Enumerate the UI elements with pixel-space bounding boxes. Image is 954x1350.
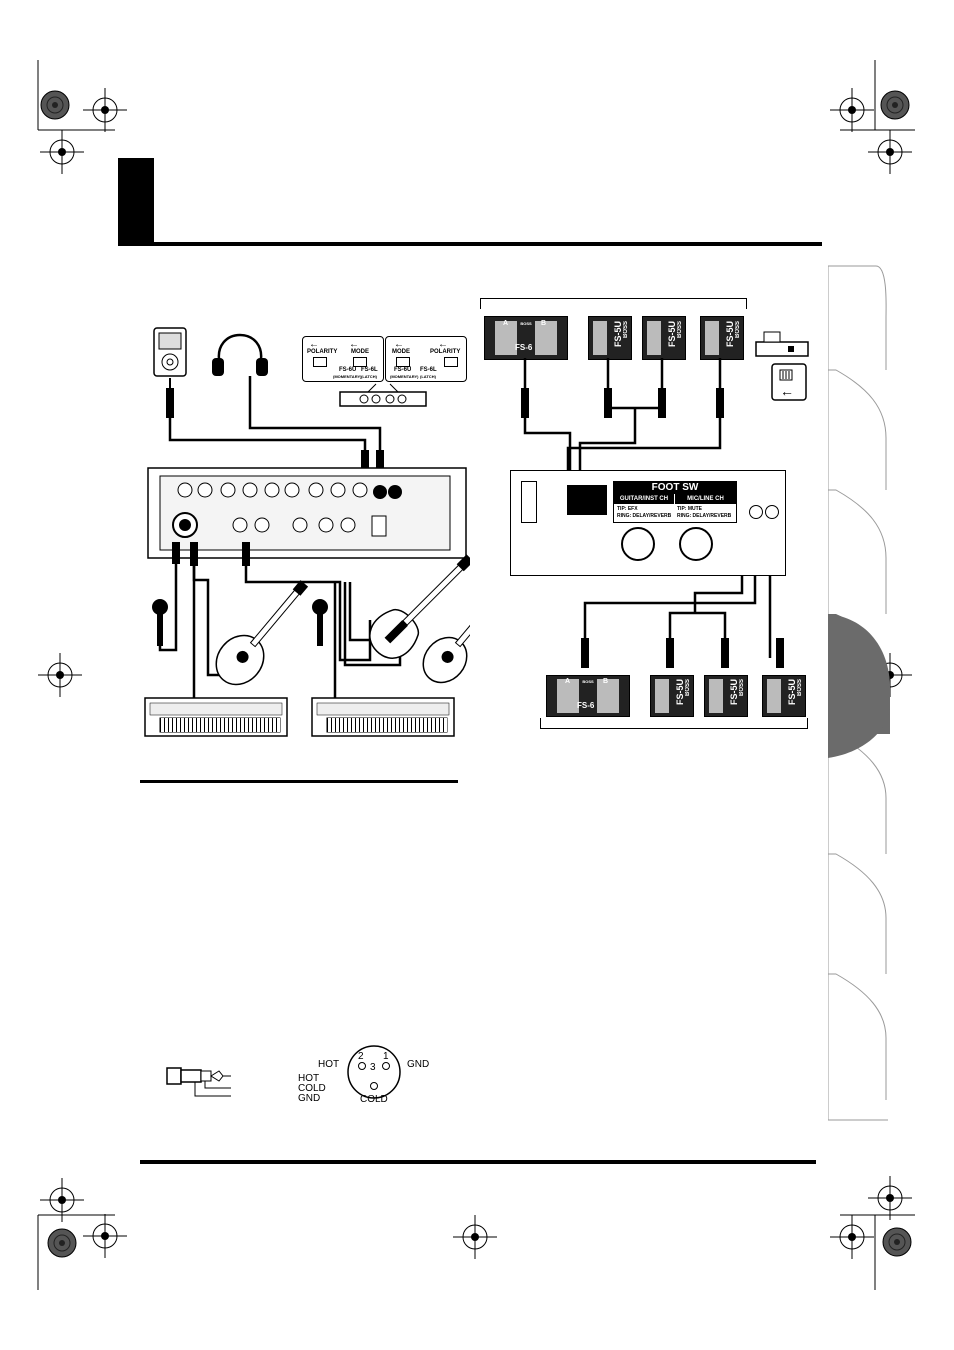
- keyboard-keys: [327, 718, 447, 732]
- polarity-label: POLARITY: [307, 349, 338, 355]
- xlr-gnd-label: GND: [407, 1059, 430, 1070]
- xlr-pin-3: 3: [370, 1062, 376, 1073]
- polarity-switch-detail: ←: [755, 331, 809, 401]
- pedal-a-label: A: [565, 678, 571, 685]
- header-rule: [118, 242, 822, 246]
- foot-sw-panel: FOOT SW GUITAR/INST CH MIC/LINE CH TIP: …: [613, 481, 737, 523]
- model-label: FS-5U: [675, 679, 685, 706]
- xlr-hot-label: HOT: [318, 1059, 340, 1070]
- polarity-switch[interactable]: [444, 357, 458, 367]
- model-label: FS-5U: [613, 321, 623, 348]
- fs5u-pedal-top-2[interactable]: FS-5U BOSS: [642, 316, 686, 360]
- model-label: FS-6: [577, 701, 595, 710]
- polarity-switch-panel-right: ← ← MODE POLARITY FS-6U FS-6L (MOMENTARY…: [385, 336, 467, 382]
- model-label: FS-6: [515, 343, 533, 352]
- chapter-header-block: [118, 158, 154, 246]
- xlr-pin-2: 2: [358, 1051, 364, 1062]
- mic-ch-label: MIC/LINE CH: [675, 494, 736, 504]
- fs6-unit-rear: [339, 383, 427, 407]
- model-label: FS-5U: [787, 679, 797, 706]
- mic-ring-label: RING: DELAY/REVERB: [677, 513, 732, 519]
- foot-sw-title: FOOT SW: [614, 482, 736, 494]
- arrow-left-icon: ←: [438, 339, 448, 350]
- fs6l-sub-label: (LATCH): [420, 374, 436, 379]
- amplifier-rear-panel: FOOT SW GUITAR/INST CH MIC/LINE CH TIP: …: [510, 470, 786, 576]
- fs5u-pedal-top-3[interactable]: FS-5U BOSS: [700, 316, 744, 360]
- guitar-ring-label: RING: DELAY/REVERB: [617, 513, 672, 519]
- model-label: FS-5U: [729, 679, 739, 706]
- brand-label: BOSS: [685, 679, 691, 697]
- audio-player-icon: [153, 327, 187, 377]
- fs5u-pedal-bottom-2[interactable]: FS-5U BOSS: [704, 675, 748, 717]
- fs5u-pedal-bottom-3[interactable]: FS-5U BOSS: [762, 675, 806, 717]
- electric-guitar-icon: [369, 554, 470, 659]
- keyboard-keys: [160, 718, 280, 732]
- mic-foot-sw-jack[interactable]: [679, 527, 713, 561]
- section-rule: [140, 780, 458, 783]
- headphones-icon: [212, 333, 268, 376]
- acoustic-guitar-icon: [215, 580, 309, 686]
- side-tabs: [828, 265, 890, 1121]
- guitar-ch-label: GUITAR/INST CH: [614, 494, 675, 504]
- legend-gnd: GND: [298, 1093, 321, 1104]
- top-bracket: [480, 298, 747, 309]
- pedal-b-label: B: [541, 320, 547, 327]
- tip-ring-sleeve-plug: [166, 1067, 231, 1097]
- legend-hot: HOT: [298, 1073, 320, 1084]
- microphone-icon: [152, 599, 168, 646]
- guitar-foot-sw-jack[interactable]: [621, 527, 655, 561]
- fs6u-label: FS-6U: [339, 367, 357, 373]
- fs5u-pedal-bottom-1[interactable]: FS-5U BOSS: [650, 675, 694, 717]
- polarity-switch[interactable]: [313, 357, 327, 367]
- acoustic-guitar-icon: [422, 594, 470, 684]
- mode-label: MODE: [392, 349, 410, 355]
- foot-switch-cables: [521, 358, 784, 668]
- brand-label: BOSS: [582, 679, 594, 684]
- brand-label: BOSS: [739, 679, 745, 697]
- xlr-pin-1: 1: [383, 1051, 389, 1062]
- pedal-a-label: A: [503, 320, 509, 327]
- fs6u-sub-label: (MOMENTARY): [390, 374, 419, 379]
- arrow-left-icon: ←: [349, 339, 359, 350]
- polarity-switch-panel-left: ← ← POLARITY MODE FS-6U FS-6L (MOMENTARY…: [302, 336, 384, 382]
- fs6u-label: FS-6U: [394, 367, 412, 373]
- fs6-pedal-bottom[interactable]: A B BOSS FS-6: [546, 675, 630, 717]
- arrow-left-icon: ←: [780, 383, 794, 399]
- fs6l-label: FS-6L: [361, 367, 378, 373]
- brand-label: BOSS: [677, 321, 683, 339]
- fs5u-pedal-top-1[interactable]: FS-5U BOSS: [588, 316, 632, 360]
- bottom-bracket: [540, 718, 808, 729]
- polarity-label: POLARITY: [430, 349, 461, 355]
- arrow-left-icon: ←: [309, 339, 319, 350]
- fs6-pedal-top[interactable]: A B BOSS FS-6: [484, 316, 568, 360]
- brand-label: BOSS: [735, 321, 741, 339]
- mode-switch[interactable]: [353, 357, 367, 367]
- brand-label: BOSS: [797, 679, 803, 697]
- pedal-b-label: B: [603, 678, 609, 685]
- fs6l-sub-label: (LATCH): [361, 374, 377, 379]
- footer-rule: [140, 1160, 816, 1164]
- microphone-icon: [312, 599, 328, 646]
- mic-tip-label: TIP: MUTE: [677, 506, 702, 512]
- brand-label: BOSS: [623, 321, 629, 339]
- fs6l-label: FS-6L: [420, 367, 437, 373]
- model-label: FS-5U: [667, 321, 677, 348]
- mode-label: MODE: [351, 349, 369, 355]
- guitar-tip-label: TIP: EFX: [617, 506, 638, 512]
- xlr-pinout-diagram: [347, 1045, 401, 1099]
- xlr-cold-label: COLD: [360, 1094, 388, 1105]
- fs6u-sub-label: (MOMENTARY): [333, 374, 362, 379]
- legend-cold: COLD: [298, 1083, 326, 1094]
- model-label: FS-5U: [725, 321, 735, 348]
- brand-label: BOSS: [520, 321, 532, 326]
- amplifier-front-panel: [147, 467, 467, 559]
- arrow-left-icon: ←: [394, 339, 404, 350]
- mode-switch[interactable]: [396, 357, 410, 367]
